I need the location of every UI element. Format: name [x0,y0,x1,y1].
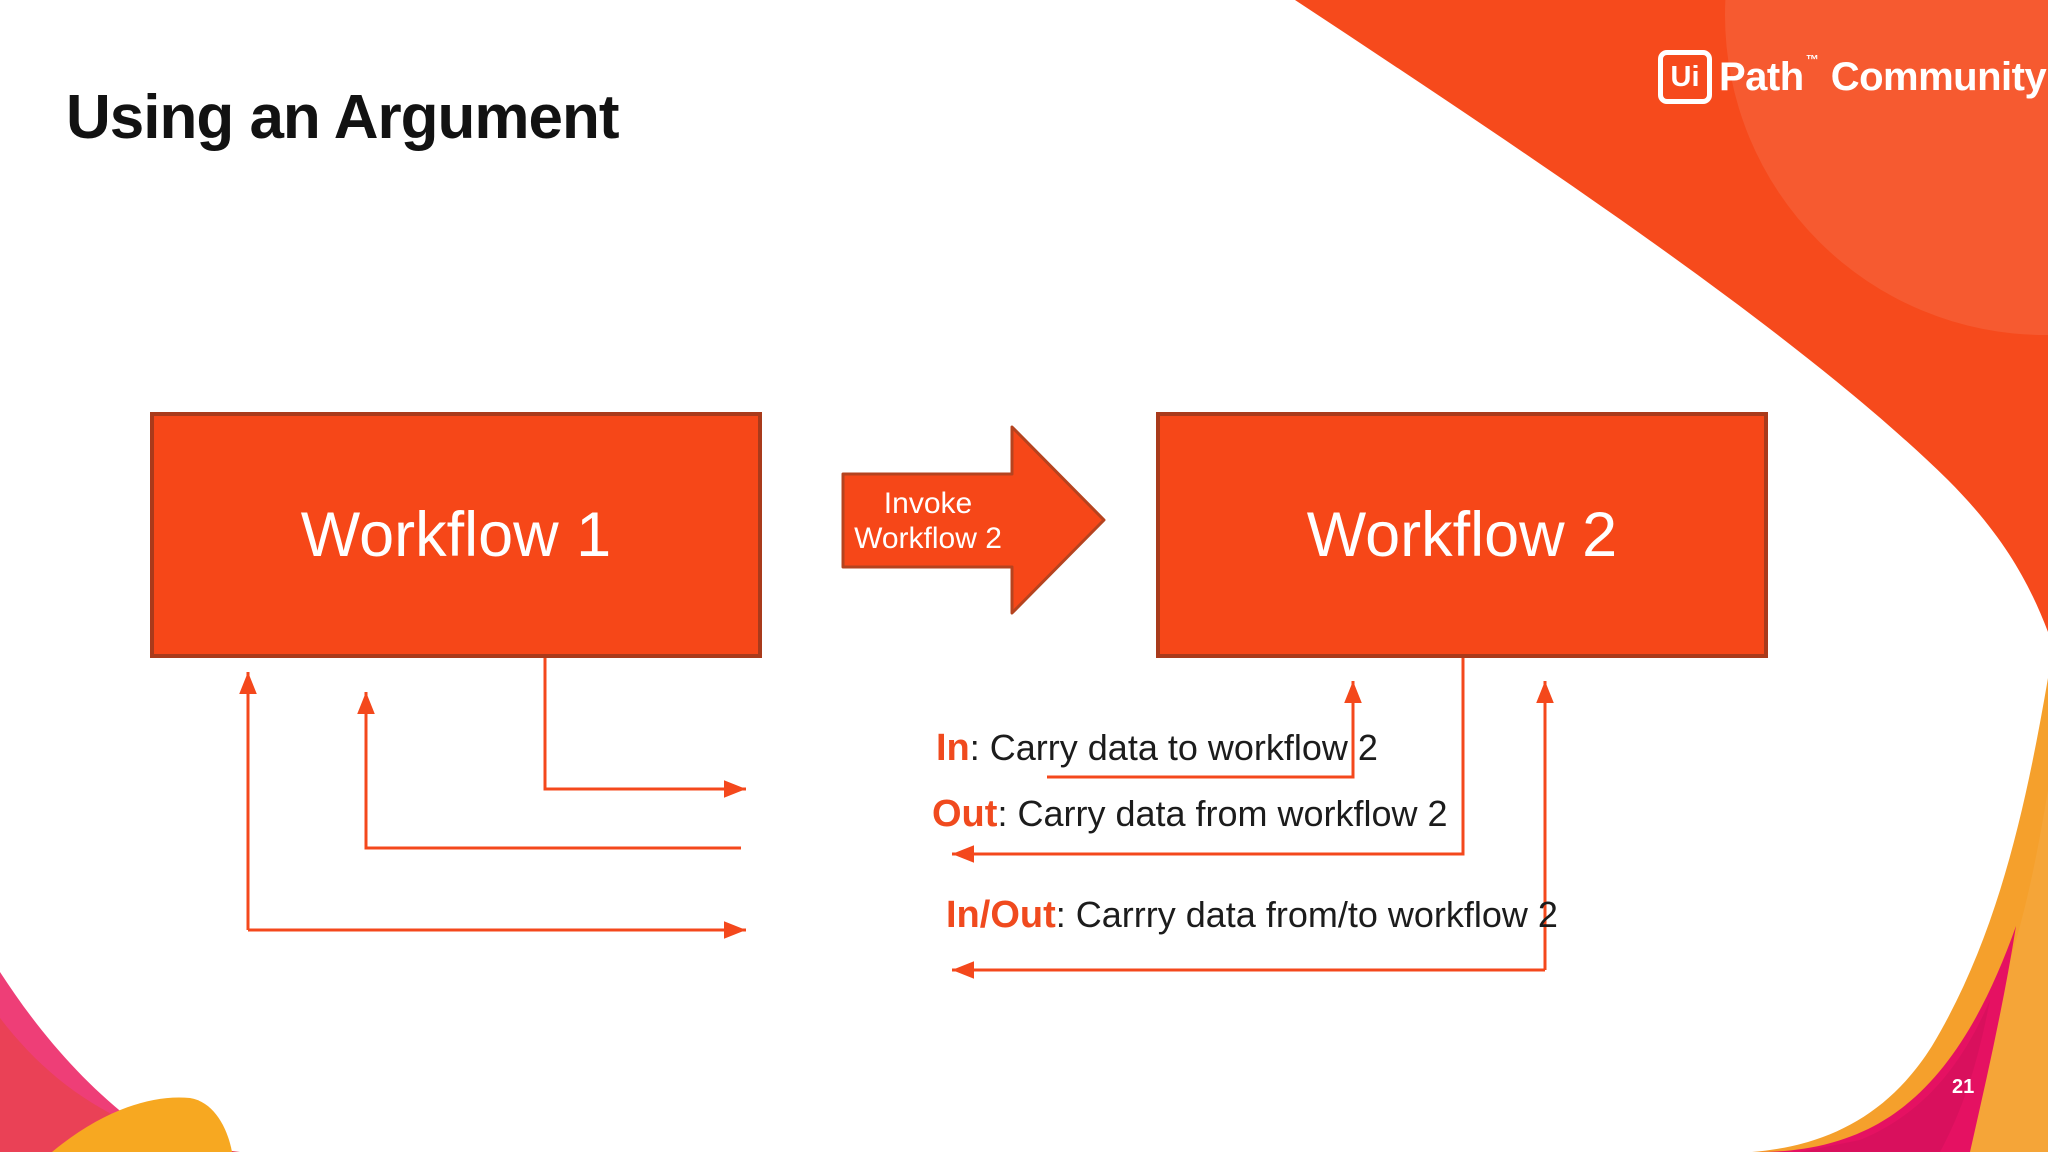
workflow-2-label: Workflow 2 [1306,500,1618,570]
workflow-1-label: Workflow 1 [300,500,612,570]
annotation-inout-label: In/Out [946,894,1056,936]
magenta-shade-bottom-right [1800,1000,1990,1152]
uipath-logo-icon: Ui [1658,50,1712,104]
uipath-logo-path-text: Path [1719,54,1804,99]
workflow-1-box: Workflow 1 [150,412,762,658]
annotation-inout: In/Out: Carrry data from/to workflow 2 [946,894,1558,937]
annotation-out-label: Out [932,793,998,835]
amber-swoosh-bottom-left [52,1097,232,1152]
uipath-logo-ui-text: Ui [1670,60,1700,93]
invoke-arrow-label-line2: Workflow 2 [854,522,1002,555]
trademark-symbol: ™ [1805,52,1819,67]
amber-highlight-bottom-right [1845,790,2048,1152]
annotation-out: Out: Carry data from workflow 2 [932,793,1448,836]
corner-swoosh-top-right [1295,0,2048,632]
annotation-inout-text: : Carrry data from/to workflow 2 [1055,894,1558,935]
annotation-in-label: In [936,727,970,769]
corner-highlight-circle [1725,0,2048,335]
uipath-community-logo: Ui Path ™ Community [1658,50,2047,104]
invoke-arrow-label: Invoke Workflow 2 [839,486,1017,556]
invoke-arrow-label-line1: Invoke [883,487,973,520]
annotation-out-text: : Carry data from workflow 2 [997,793,1448,834]
page-number: 21 [1952,1076,1975,1098]
magenta-swoosh-bottom-right [1758,926,2016,1152]
workflow-2-box: Workflow 2 [1156,412,1768,658]
page-title: Using an Argument [66,83,620,152]
uipath-logo-community-text: Community [1830,54,2047,99]
annotation-in-text: : Carry data to workflow 2 [969,727,1378,768]
annotation-in: In: Carry data to workflow 2 [936,727,1378,770]
pink-swoosh-bottom-left-lower [0,1018,240,1152]
